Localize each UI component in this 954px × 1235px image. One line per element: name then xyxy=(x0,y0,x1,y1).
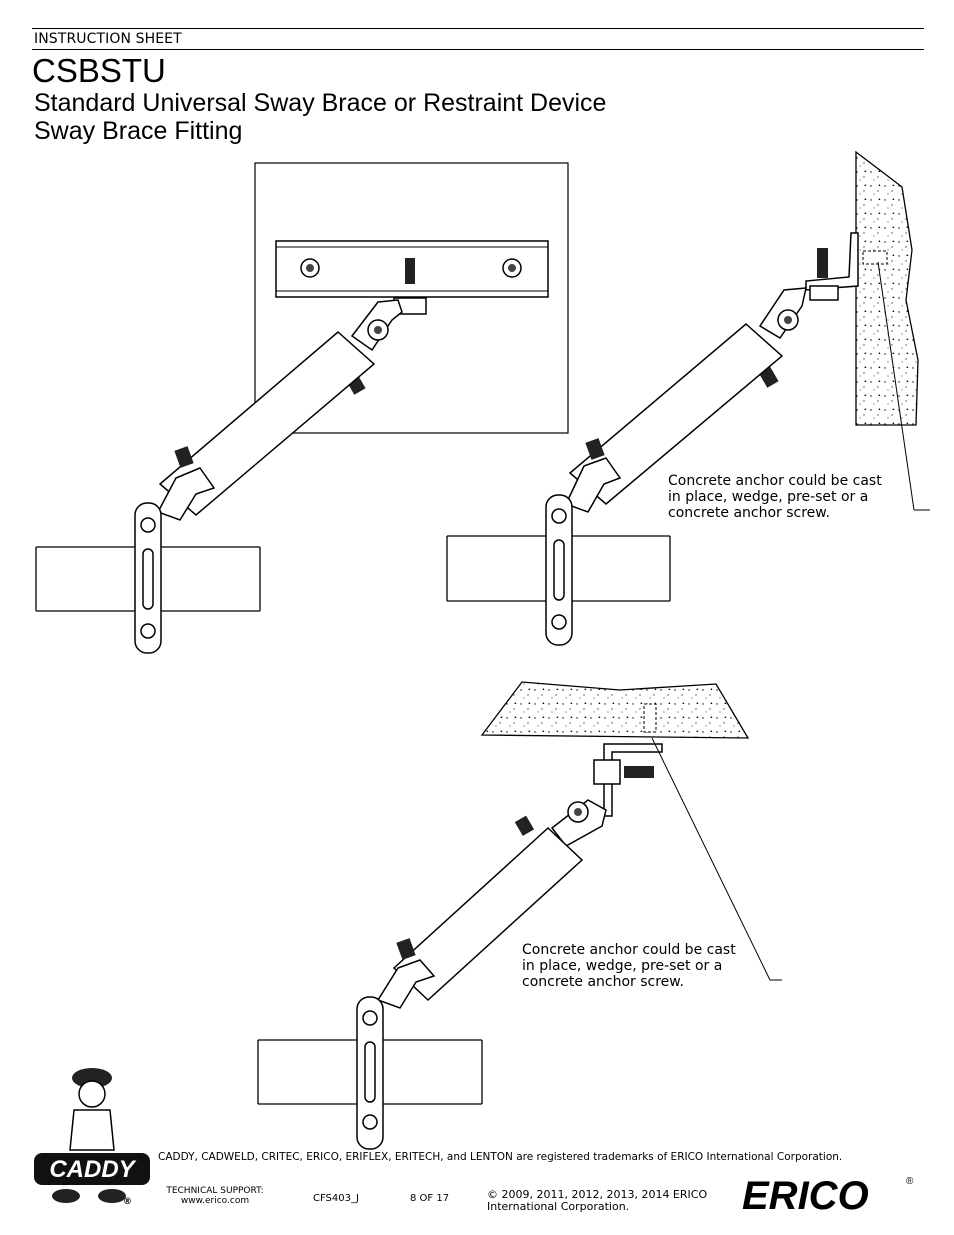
caddy-registered-mark: ® xyxy=(123,1197,132,1207)
caddy-logo-text: CADDY xyxy=(49,1156,136,1183)
caddy-mascot-logo: CADDY xyxy=(34,1068,150,1203)
erico-logo: ERICO ® xyxy=(742,1174,914,1218)
view-steel-channel xyxy=(35,162,569,654)
svg-text:®: ® xyxy=(906,1176,914,1187)
document-type-label: INSTRUCTION SHEET xyxy=(34,31,182,47)
trademark-notice: CADDY, CADWELD, CRITEC, ERICO, ERIFLEX, … xyxy=(158,1151,843,1163)
anchor-callout-ceiling: Concrete anchor could be cast in place, … xyxy=(522,942,736,990)
page-number: 8 OF 17 xyxy=(410,1193,450,1204)
subtitle-line-2: Sway Brace Fitting xyxy=(34,117,243,145)
technical-support: TECHNICAL SUPPORT: www.erico.com xyxy=(160,1186,270,1206)
tech-support-label: TECHNICAL SUPPORT: xyxy=(166,1186,264,1196)
copyright-notice: © 2009, 2011, 2012, 2013, 2014 ERICO Int… xyxy=(487,1188,708,1213)
anchor-callout-wall: Concrete anchor could be cast in place, … xyxy=(668,473,882,521)
tech-support-url[interactable]: www.erico.com xyxy=(180,1196,250,1206)
view-concrete-wall xyxy=(446,150,930,646)
part-number-title: CSBSTU xyxy=(32,52,166,89)
document-code: CFS403_J xyxy=(313,1193,359,1204)
header-top-rule xyxy=(32,28,924,29)
erico-logo-text: ERICO xyxy=(742,1174,869,1218)
header-bottom-rule xyxy=(32,49,924,50)
subtitle-line-1: Standard Universal Sway Brace or Restrai… xyxy=(34,89,607,117)
view-concrete-ceiling xyxy=(257,681,782,1150)
